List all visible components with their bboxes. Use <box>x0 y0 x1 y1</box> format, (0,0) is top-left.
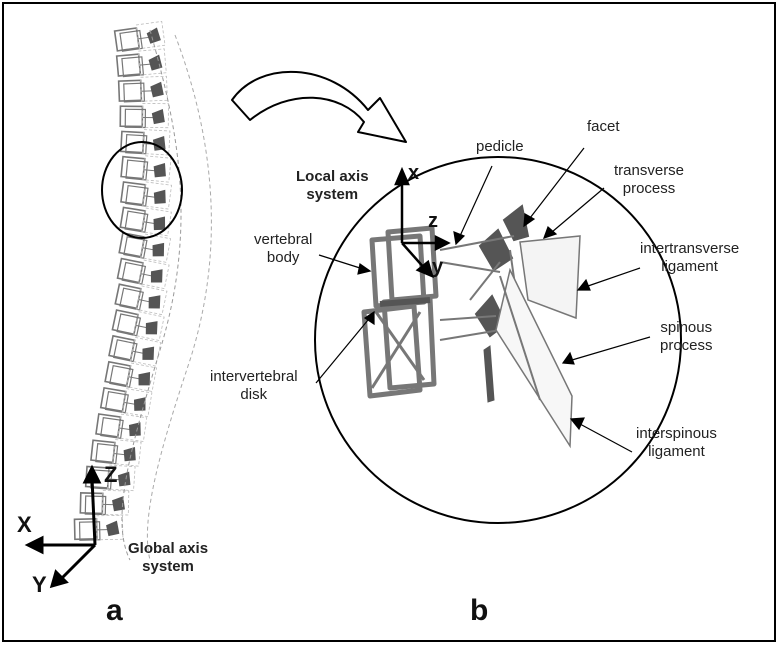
posterior-element-line <box>439 261 501 273</box>
label-intertransverse-ligament: intertransverse ligament <box>640 240 740 275</box>
vertebra-segment <box>117 75 168 103</box>
global-axis-z-label: Z <box>104 462 118 487</box>
vertebra-segment <box>73 514 124 541</box>
posterior-element-line <box>439 329 501 341</box>
local-axis-caption: Local axis system <box>296 168 369 203</box>
vertebra-segment <box>119 129 171 156</box>
disk-cross-line <box>370 311 422 389</box>
curved-transition-arrow <box>231 71 407 143</box>
label-interspinous-ligament: interspinous ligament <box>636 425 717 460</box>
lower-vertebral-body-front <box>361 303 423 399</box>
upper-vertebral-body-back <box>385 225 439 303</box>
intertransverse-ligament-shape <box>519 235 581 320</box>
local-axis-z-label: z <box>428 210 438 232</box>
panel-a-letter: a <box>106 594 123 627</box>
global-axis-y-label: Y <box>32 572 47 597</box>
global-axis-caption: Global axis system <box>128 540 209 575</box>
spine-dashed-outline-right <box>146 34 212 561</box>
posterior-element-line <box>439 315 497 321</box>
intervertebral-disk-shape <box>379 297 431 307</box>
label-spinous-process: spinous process <box>660 319 713 354</box>
lower-spinous-tip <box>483 345 495 403</box>
vertebra-segment <box>120 181 172 210</box>
vertebra-segment <box>95 413 148 442</box>
label-facet: facet <box>587 118 620 135</box>
vertebra-segment <box>120 155 172 183</box>
label-vertebral-body: vertebral body <box>254 231 313 266</box>
selection-circle <box>101 141 183 239</box>
posterior-element-line <box>469 261 501 301</box>
local-axis-x-label: x <box>408 162 420 184</box>
vertebra-segment <box>119 103 169 129</box>
annotation-leaders <box>315 147 651 453</box>
label-pedicle: pedicle <box>476 138 524 155</box>
facet-shape <box>502 204 530 242</box>
local-axes <box>394 166 451 279</box>
local-axis-y-label: y <box>432 256 444 278</box>
spine-dashed-outline <box>121 29 182 561</box>
global-axes <box>24 464 102 589</box>
vertebra-segment <box>115 48 167 78</box>
vertebra-detail-model <box>361 204 581 449</box>
magnified-circle <box>314 156 682 524</box>
posterior-element-line <box>439 235 515 251</box>
label-intervertebral-disk: intervertebral disk <box>210 368 298 403</box>
interspinous-ligament-shape <box>495 267 573 449</box>
global-axis-x-label: X <box>17 512 32 537</box>
label-transverse-process: transverse process <box>614 162 685 197</box>
panel-b-letter: b <box>470 594 489 627</box>
spinous-process-line <box>499 275 541 401</box>
